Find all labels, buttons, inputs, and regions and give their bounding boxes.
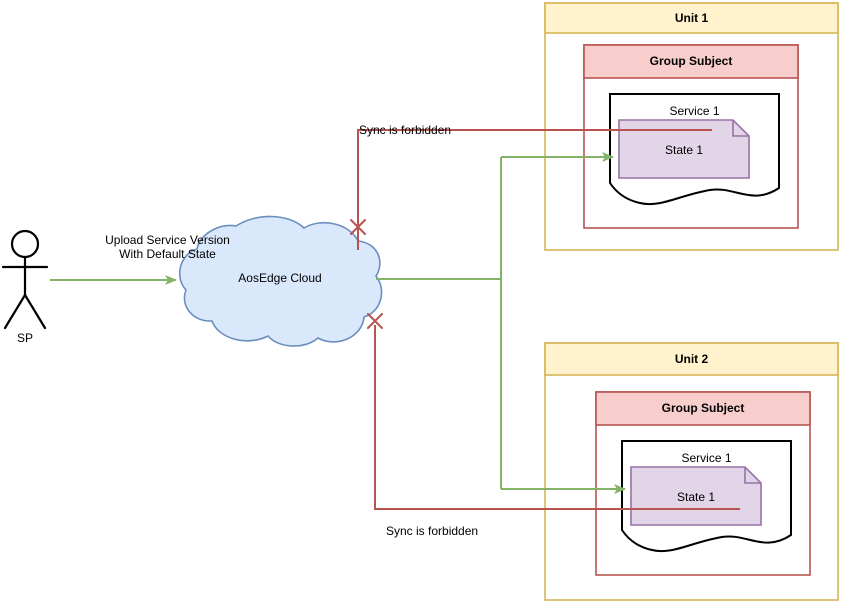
unit-2-state-shape <box>630 466 762 526</box>
unit-1-group-header <box>583 44 799 79</box>
unit-1-state-title: State 1 <box>664 143 704 157</box>
cloud-label: AosEdge Cloud <box>238 271 322 285</box>
upload-flow-label: Upload Service Version With Default Stat… <box>105 233 230 262</box>
unit-1-state-shape <box>618 119 750 179</box>
flow-forbidden-bottom <box>374 325 740 510</box>
flow-forbidden-top <box>357 129 712 250</box>
unit-1-service-title: Service 1 <box>669 104 720 118</box>
unit-2-group-header <box>595 391 811 426</box>
unit-2-state-fold-icon <box>744 467 761 484</box>
unit-1-header <box>544 2 839 34</box>
sp-actor-icon[interactable] <box>1 229 49 330</box>
unit-2-header <box>544 342 839 376</box>
unit-1-group-title: Group Subject <box>649 54 733 68</box>
unit-2-state-title: State 1 <box>676 490 716 504</box>
actor-label: SP <box>16 331 33 345</box>
forbidden-label-bottom: Sync is forbidden <box>386 524 479 538</box>
unit-2-title: Unit 2 <box>674 352 709 366</box>
actor-left-leg-icon <box>3 293 27 330</box>
forbidden-label-top: Sync is forbidden <box>359 123 452 137</box>
forbidden-mark-top-icon <box>350 219 366 235</box>
forbidden-mark-bottom-icon <box>367 313 383 329</box>
actor-right-leg-icon <box>23 293 47 330</box>
unit-2-service-title: Service 1 <box>681 451 732 465</box>
unit-2-group-title: Group Subject <box>661 401 745 415</box>
actor-head-icon <box>10 229 40 259</box>
unit-1-state-fold-icon <box>732 120 749 137</box>
aosedge-cloud-shape[interactable] <box>178 215 383 347</box>
unit-1-title: Unit 1 <box>674 11 709 25</box>
